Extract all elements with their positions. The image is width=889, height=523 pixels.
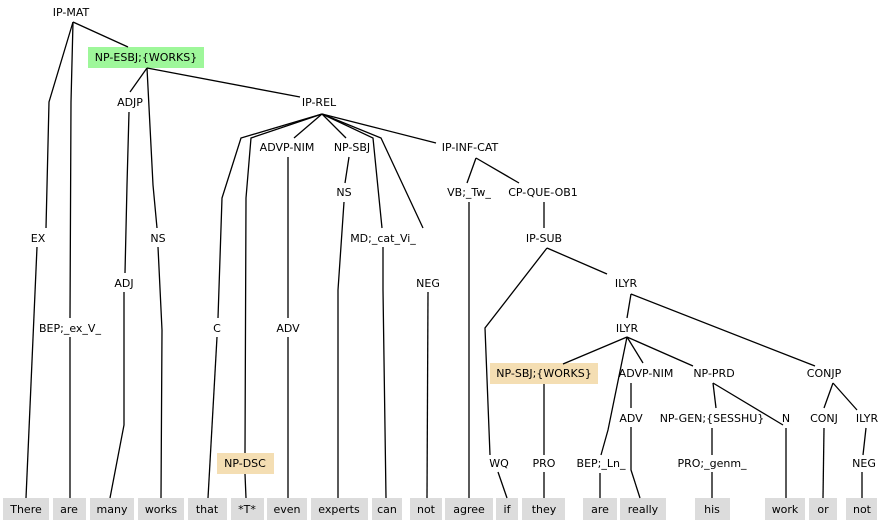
node-n: N [782,412,790,425]
node-ilyr-3: ILYR [856,412,879,425]
node-ex: EX [31,232,46,245]
node-np-dsc: NP-DSC [224,457,266,470]
word-row [3,498,877,520]
word-there: There [9,503,42,516]
word-not-2: not [853,503,872,516]
node-wq: WQ [489,457,509,470]
node-bep-ln: BEP;_Ln_ [577,457,626,470]
word-or: or [817,503,829,516]
node-labels: IP-MAT NP-ESBJ;{WORKS} ADJP IP-REL ADVP-… [31,6,879,470]
node-ilyr-1: ILYR [615,277,638,290]
node-ns-1: NS [150,232,165,245]
word-many: many [97,503,128,516]
node-pro-genm: PRO;_genm_ [677,457,747,470]
node-ip-inf-cat: IP-INF-CAT [442,141,499,154]
word-can: can [377,503,397,516]
leaf-words: There are many works that *T* even exper… [9,503,871,516]
node-conjp: CONJP [807,367,842,380]
node-advp-nim-1: ADVP-NIM [260,141,315,154]
node-advp-nim-2: ADVP-NIM [619,367,674,380]
node-np-sbj: NP-SBJ [334,141,370,154]
tree-edges [25,21,867,499]
word-his: his [704,503,720,516]
node-adv-1: ADV [276,322,300,335]
word-if: if [504,503,512,516]
node-neg-1: NEG [416,277,440,290]
word-they: they [532,503,557,516]
node-ns-2: NS [336,186,351,199]
highlight-np-sbj-works [490,363,598,384]
highlight-np-esbj [88,47,204,68]
node-adjp: ADJP [117,96,143,109]
node-md-cat-vi: MD;_cat_Vi_ [350,232,416,245]
node-c: C [213,322,221,335]
node-neg-2: NEG [852,457,876,470]
word-works: works [145,503,178,516]
node-ip-rel: IP-REL [302,96,337,109]
word-are-2: are [591,503,609,516]
node-np-gen-sesshu: NP-GEN;{SESSHU} [660,412,765,425]
node-ilyr-2: ILYR [616,322,639,335]
word-work: work [772,503,799,516]
word-trace: *T* [238,503,256,516]
node-ip-mat: IP-MAT [53,6,90,19]
word-experts: experts [318,503,360,516]
word-that: that [196,503,219,516]
word-really: really [628,503,659,516]
node-cp-que-ob1: CP-QUE-OB1 [508,186,578,199]
node-adv-2: ADV [619,412,643,425]
node-pro-1: PRO [533,457,556,470]
word-are-1: are [60,503,78,516]
node-np-esbj: NP-ESBJ;{WORKS} [95,51,197,64]
node-conj: CONJ [810,412,838,425]
node-ip-sub: IP-SUB [526,232,562,245]
word-even: even [273,503,300,516]
node-adj: ADJ [114,277,133,290]
highlight-np-dsc [217,453,274,474]
node-bep-ex-v: BEP;_ex_V_ [39,322,101,335]
word-agree: agree [453,503,485,516]
word-not-1: not [417,503,436,516]
node-np-prd: NP-PRD [693,367,734,380]
node-vb-tw: VB;_Tw_ [447,186,491,199]
node-np-sbj-works: NP-SBJ;{WORKS} [496,367,591,380]
